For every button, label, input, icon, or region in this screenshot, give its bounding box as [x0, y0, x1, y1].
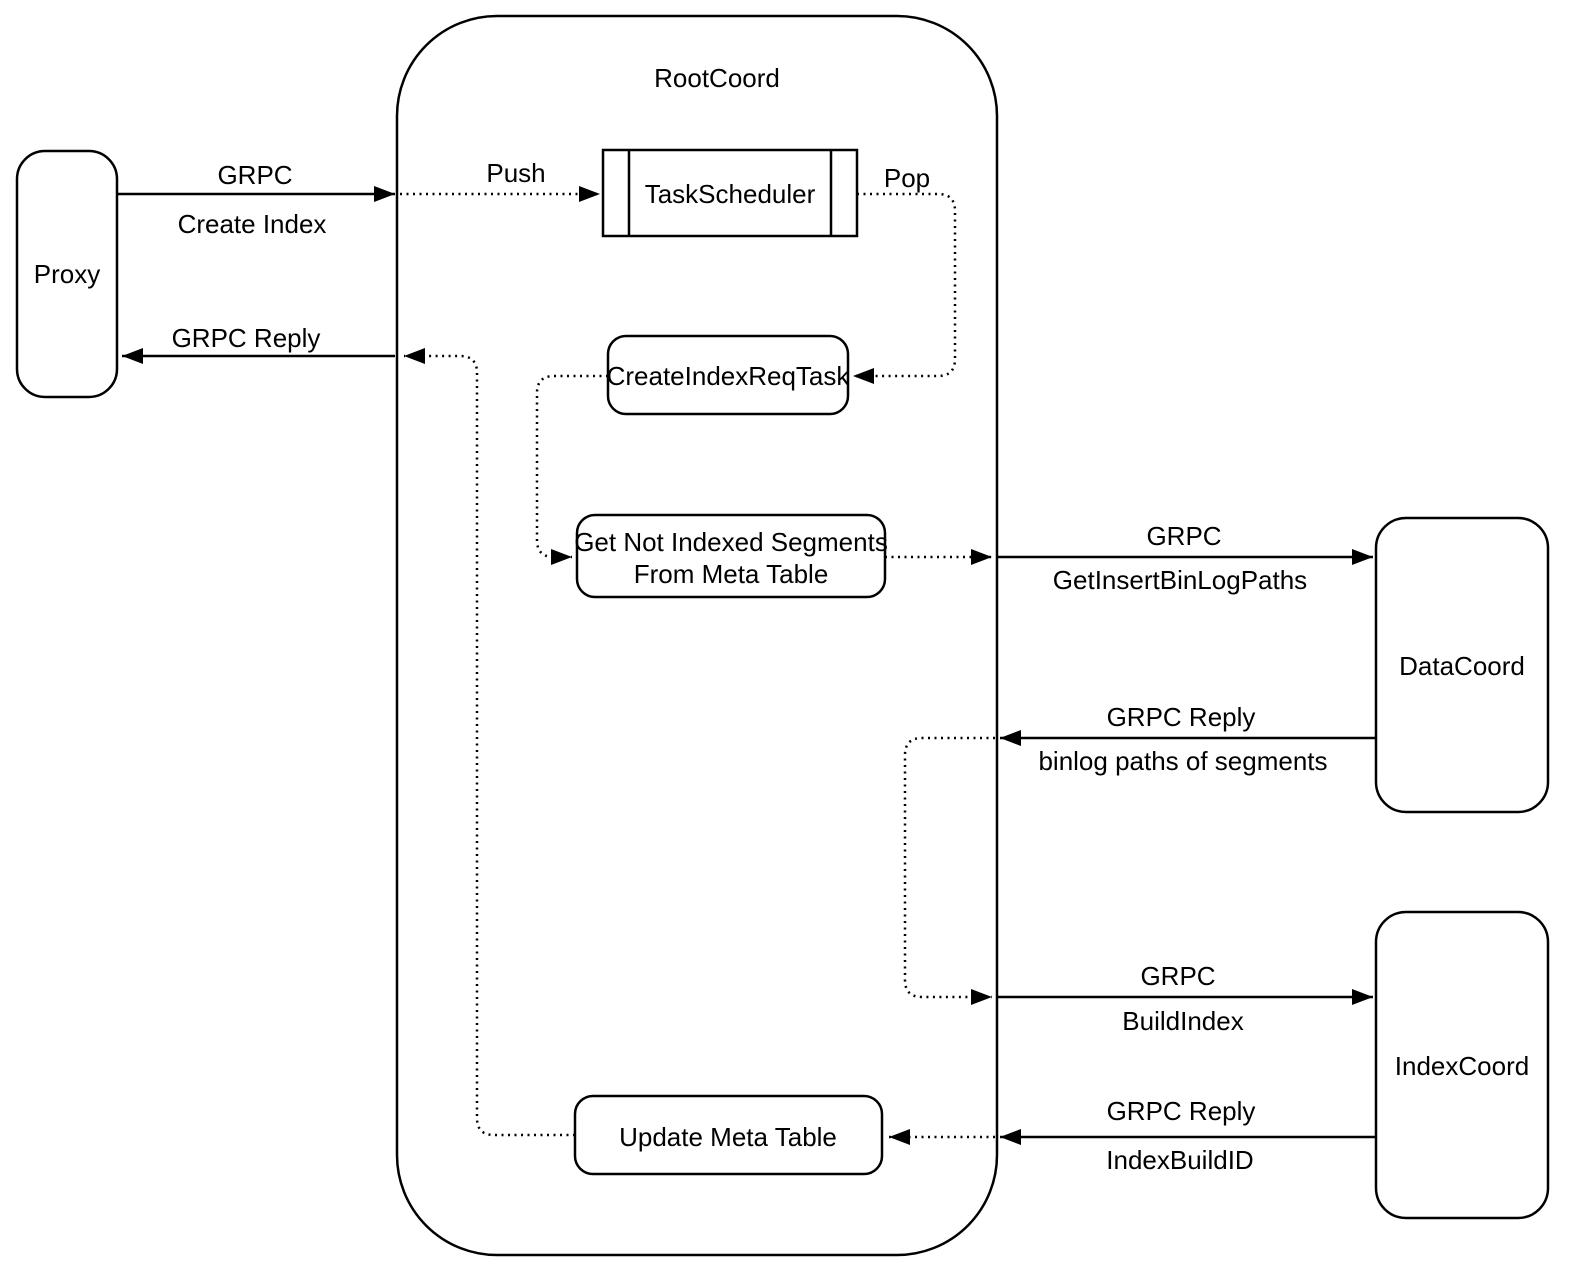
edge-build-index-label-grpc: GRPC: [1140, 961, 1215, 991]
edge-get-insert-binlog-paths-label-grpc: GRPC: [1146, 521, 1221, 551]
update-meta-table-label: Update Meta Table: [619, 1122, 837, 1152]
datacoord-node: [1374, 516, 1550, 814]
edge-pop-dotted: [853, 192, 957, 384]
edge-to-get-not-indexed-dotted: [535, 374, 608, 565]
edge-push-label: Push: [486, 158, 545, 188]
indexcoord-node: [1374, 910, 1550, 1220]
rootcoord-container: [395, 14, 999, 1257]
edge-binlog-reply-label-name: binlog paths of segments: [1038, 746, 1327, 776]
create-index-req-task-label: CreateIndexReqTask: [607, 361, 851, 391]
get-not-indexed-segments-label-line1: Get Not Indexed Segments: [574, 527, 888, 557]
edge-build-index-label-name: BuildIndex: [1122, 1006, 1243, 1036]
edge-grpc-reply-label: GRPC Reply: [172, 323, 321, 353]
task-scheduler-label: TaskScheduler: [645, 179, 816, 209]
edge-index-build-id-reply-label-grpc: GRPC Reply: [1107, 1096, 1256, 1126]
task-scheduler-node: [601, 148, 859, 238]
edge-get-insert-binlog-paths-label-name: GetInsertBinLogPaths: [1053, 565, 1307, 595]
edge-index-build-id-reply-label-name: IndexBuildID: [1106, 1145, 1253, 1175]
indexcoord-label: IndexCoord: [1395, 1051, 1529, 1081]
edge-create-index-label-grpc: GRPC: [217, 160, 292, 190]
edge-binlog-to-buildindex-dotted: [903, 736, 995, 1005]
rootcoord-label: RootCoord: [654, 63, 780, 93]
get-not-indexed-segments-label-line2: From Meta Table: [634, 559, 829, 589]
edge-create-index-label-name: Create Index: [178, 209, 327, 239]
edge-pop-label: Pop: [884, 163, 930, 193]
datacoord-label: DataCoord: [1399, 651, 1525, 681]
proxy-label: Proxy: [34, 259, 100, 289]
proxy-node: [15, 149, 119, 399]
edge-binlog-reply-label-grpc: GRPC Reply: [1107, 702, 1256, 732]
